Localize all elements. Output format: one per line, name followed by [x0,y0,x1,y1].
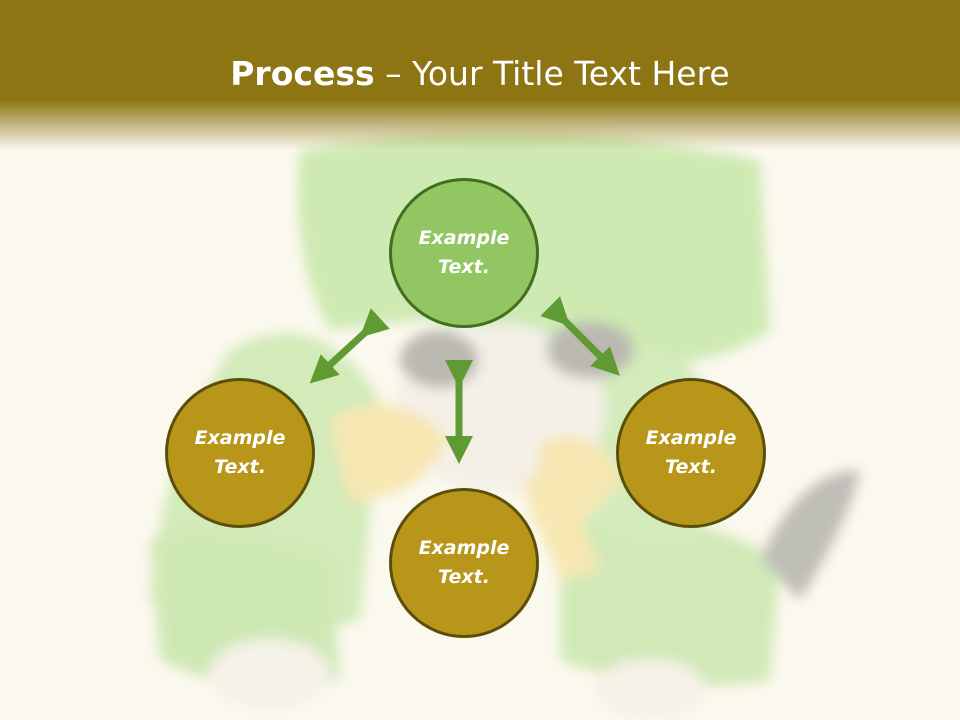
node-right: Example Text. [616,378,766,528]
node-bottom-label: Example Text. [418,537,510,588]
node-left: Example Text. [165,378,315,528]
node-right-label: Example Text. [645,427,737,478]
header-band [0,0,960,150]
node-left-label: Example Text. [194,427,286,478]
node-top-label: Example Text. [418,227,510,278]
double-arrow-top-left [309,308,390,384]
slide-title: Process – Your Title Text Here [0,52,960,96]
node-top: Example Text. [389,178,539,328]
title-rest: – Your Title Text Here [374,54,730,93]
node-bottom: Example Text. [389,488,539,638]
title-bold: Process [230,54,375,93]
double-arrow-top-right [540,296,620,376]
